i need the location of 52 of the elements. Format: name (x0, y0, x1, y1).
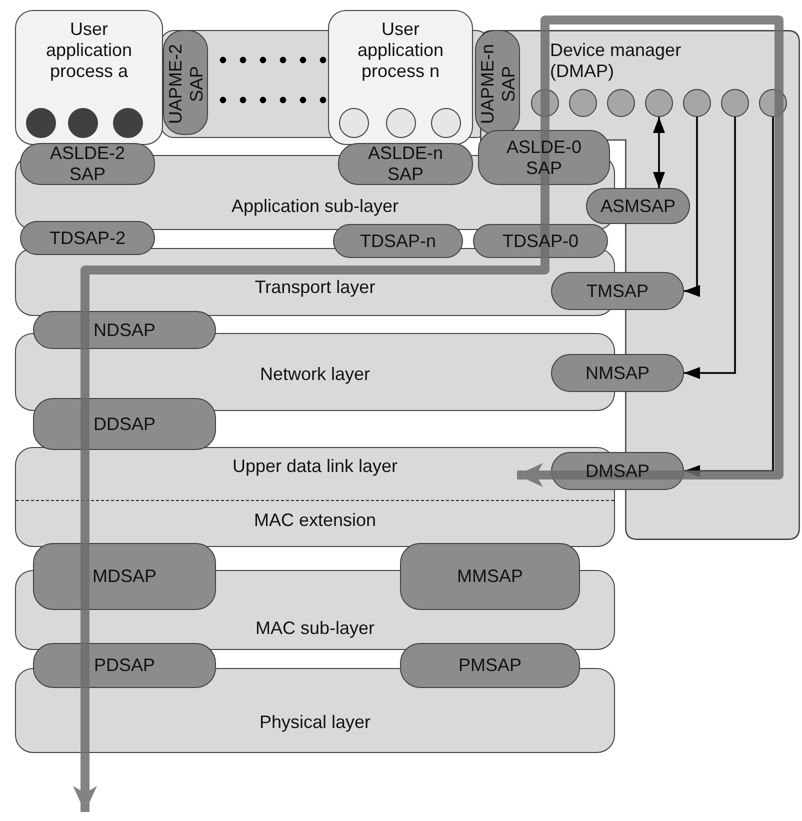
manager-label: Device manager (DMAP) (550, 40, 682, 82)
access-point-label: ASLDE-2 SAP (48, 143, 126, 185)
access-point-label: TDSAP-0 (501, 230, 580, 252)
arrow (684, 117, 700, 297)
access-point-pill (400, 643, 580, 688)
process-label: User application process a (44, 19, 134, 82)
access-point-pill (163, 30, 208, 135)
process-label: User application process n (356, 19, 445, 82)
access-point-label: TMSAP (585, 280, 650, 302)
access-point-label: NDSAP (92, 320, 156, 340)
access-point-label: DMSAP (584, 460, 650, 482)
access-point-pill (475, 30, 520, 135)
port-circle (26, 108, 56, 138)
layer-label: MAC extension (252, 510, 378, 531)
arrow (653, 117, 665, 188)
access-point-pill (33, 398, 216, 450)
process-box (15, 10, 163, 145)
access-point-pill (33, 643, 216, 688)
access-point-label: PMSAP (457, 655, 523, 676)
access-point-label: UAPME-n SAP (478, 42, 520, 126)
process-box (328, 10, 473, 145)
access-point-pill (33, 543, 216, 610)
access-point-label: TDSAP-n (358, 230, 438, 252)
port-circle (431, 108, 461, 138)
access-point-pill (473, 224, 608, 258)
access-point-pill (338, 143, 473, 185)
access-point-label: TDSAP-2 (48, 228, 127, 248)
arrow (684, 117, 736, 379)
port-circle (113, 108, 143, 138)
access-point-label: MDSAP (91, 566, 158, 587)
access-point-pill (20, 143, 155, 185)
port-circle (386, 108, 416, 138)
access-point-pill (33, 311, 216, 349)
access-point-label: ASLDE-n SAP (366, 143, 444, 185)
layer-label: MAC sub-layer (254, 618, 376, 639)
access-point-label: ASMSAP (599, 196, 677, 216)
access-point-pill (400, 543, 580, 610)
access-point-pill (20, 221, 155, 255)
access-point-label: PDSAP (92, 655, 156, 676)
access-point-label: ASLDE-0 SAP (505, 136, 583, 178)
access-point-label: MMSAP (456, 566, 524, 587)
layer-label: Physical layer (258, 712, 372, 733)
flow-arrow (73, 16, 784, 812)
access-point-pill (551, 272, 684, 310)
access-point-label: DDSAP (92, 414, 156, 434)
access-point-pill (333, 224, 463, 258)
access-point-label: NMSAP (584, 362, 650, 384)
access-point-pill (551, 354, 684, 392)
access-point-pill (478, 130, 610, 185)
port-circle (68, 108, 98, 138)
port-circle (339, 108, 369, 138)
access-point-label: UAPME-2 SAP (166, 42, 208, 126)
